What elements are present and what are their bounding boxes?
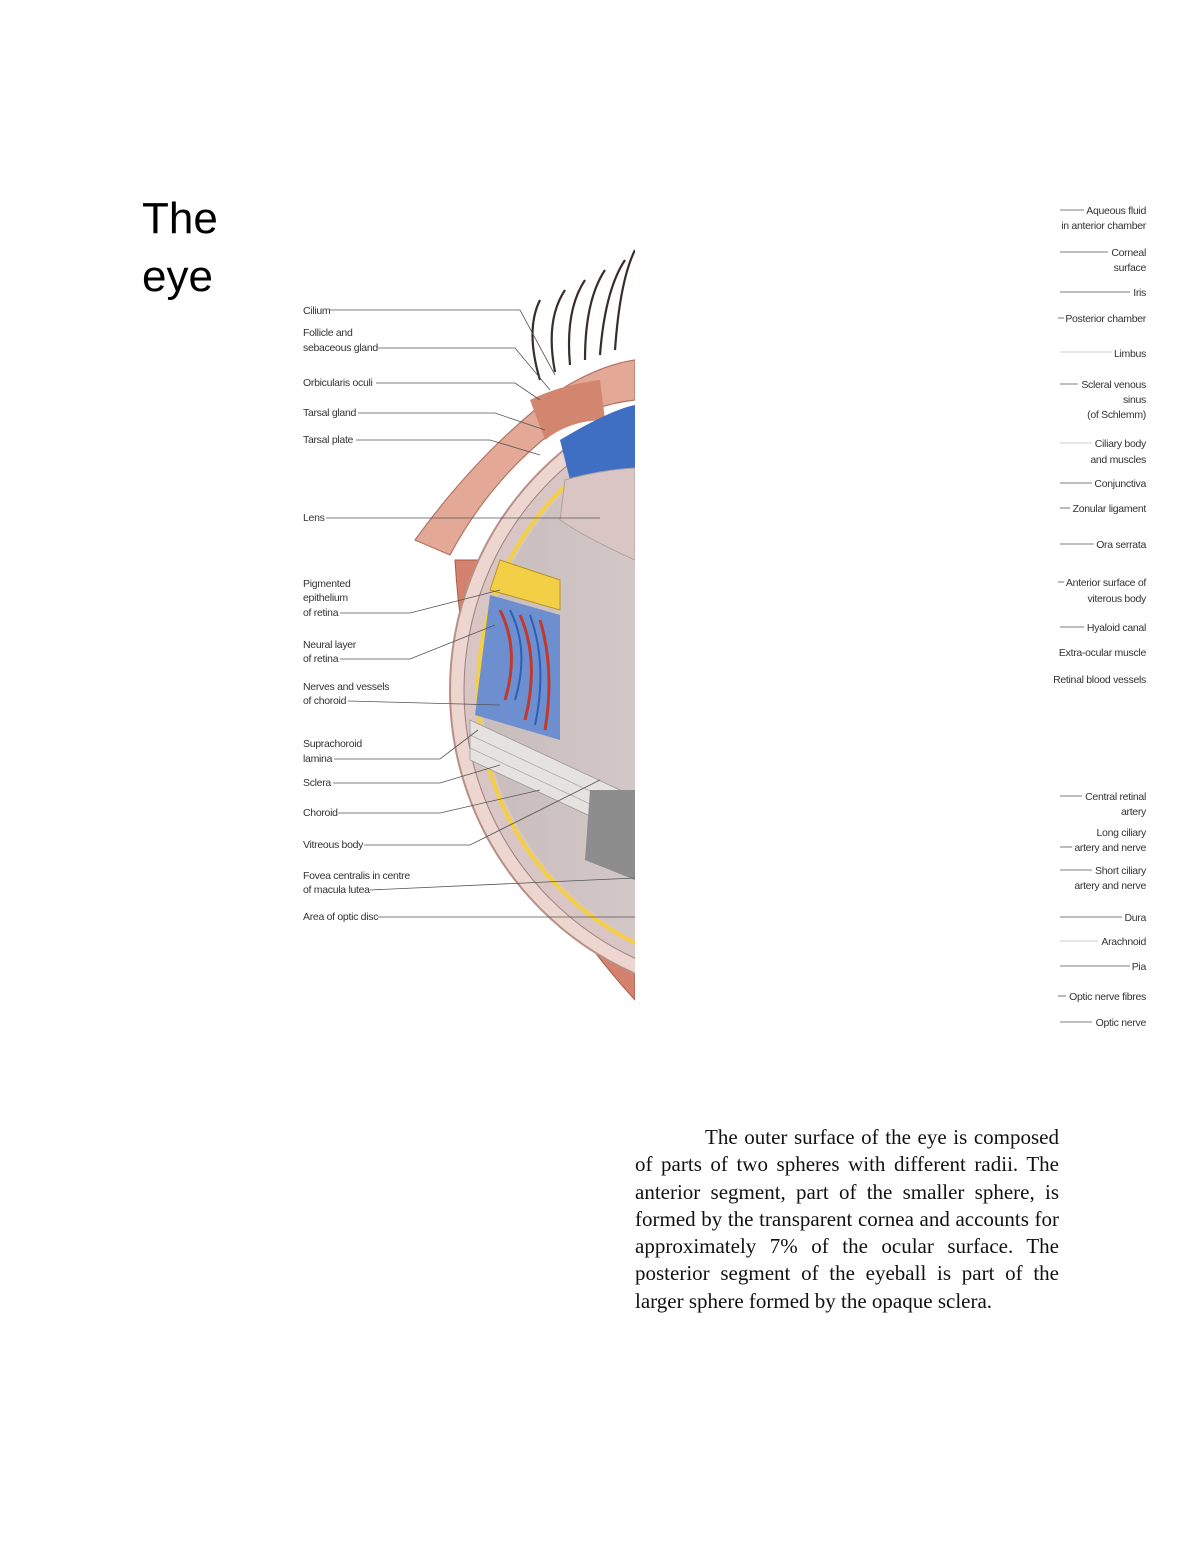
label-follicle: Follicle and sebaceous gland <box>303 327 551 391</box>
label-retinal-blood-vessels: Retinal blood vessels <box>1053 674 1146 686</box>
svg-text:Lens: Lens <box>303 512 325 524</box>
label-tarsal-plate: Tarsal plate <box>303 434 541 456</box>
title-line-2: eye <box>142 252 213 301</box>
svg-text:Ciliary body: Ciliary body <box>1095 438 1147 450</box>
label-tarsal-gland: Tarsal gland <box>303 407 546 431</box>
label-suprachoroid-lamina: Suprachoroid lamina <box>303 729 479 765</box>
svg-text:Short ciliary: Short ciliary <box>1095 865 1147 877</box>
svg-text:epithelium: epithelium <box>303 592 348 604</box>
svg-text:Central retinal: Central retinal <box>1085 791 1146 803</box>
svg-text:of choroid: of choroid <box>303 695 347 707</box>
svg-text:Fovea centralis in centre: Fovea centralis in centre <box>303 870 410 882</box>
svg-text:Anterior surface of: Anterior surface of <box>1066 577 1146 589</box>
svg-text:Pigmented: Pigmented <box>303 578 351 590</box>
svg-text:Scleral venous: Scleral venous <box>1081 379 1146 391</box>
body-paragraph: The outer surface of the eye is composed… <box>635 1125 1059 1313</box>
svg-text:Hyaloid canal: Hyaloid canal <box>1087 622 1146 634</box>
title-line-1: The <box>142 194 218 243</box>
label-orbicularis-oculi: Orbicularis oculi <box>303 377 541 401</box>
label-arachnoid: Arachnoid <box>1060 936 1147 948</box>
svg-text:Cilium: Cilium <box>303 305 331 317</box>
svg-text:of retina: of retina <box>303 653 339 665</box>
label-scleral-venous-sinus: Scleral venous sinus (of Schlemm) <box>1060 379 1146 421</box>
svg-text:Vitreous body: Vitreous body <box>303 839 364 851</box>
label-nerves-choroid: Nerves and vessels of choroid <box>303 681 501 707</box>
svg-text:Follicle and: Follicle and <box>303 327 353 339</box>
label-hyaloid-canal: Hyaloid canal <box>1060 622 1146 634</box>
svg-text:Posterior chamber: Posterior chamber <box>1065 313 1146 325</box>
svg-text:Corneal: Corneal <box>1111 247 1146 259</box>
label-fovea-centralis: Fovea centralis in centre of macula lute… <box>303 870 636 896</box>
label-neural-layer: Neural layer of retina <box>303 624 496 665</box>
right-labels: Aqueous fluid in anterior chamber Cornea… <box>1053 205 1147 1029</box>
svg-text:(of Schlemm): (of Schlemm) <box>1087 409 1146 421</box>
svg-text:lamina: lamina <box>303 753 333 765</box>
svg-text:surface: surface <box>1114 262 1147 274</box>
label-optic-nerve-fibres: Optic nerve fibres <box>1058 991 1146 1003</box>
svg-text:Dura: Dura <box>1124 912 1146 924</box>
svg-text:Tarsal gland: Tarsal gland <box>303 407 356 419</box>
svg-text:Sclera: Sclera <box>303 777 331 789</box>
svg-text:Aqueous fluid: Aqueous fluid <box>1086 205 1146 217</box>
svg-text:Iris: Iris <box>1133 287 1146 299</box>
svg-text:Area of optic disc: Area of optic disc <box>303 911 378 923</box>
svg-text:Ora serrata: Ora serrata <box>1096 539 1146 551</box>
label-lens: Lens <box>303 512 600 524</box>
label-anterior-surface-vitreous: Anterior surface of viterous body <box>1058 577 1147 605</box>
left-labels: Cilium Follicle and sebaceous gland Orbi… <box>303 305 636 923</box>
svg-text:Conjunctiva: Conjunctiva <box>1094 478 1146 490</box>
label-sclera: Sclera <box>303 764 501 789</box>
svg-text:sinus: sinus <box>1123 394 1146 406</box>
label-extra-ocular-muscle: Extra-ocular muscle <box>1059 647 1147 659</box>
label-corneal-surface: Corneal surface <box>1060 247 1147 274</box>
svg-text:Pia: Pia <box>1132 961 1147 973</box>
svg-text:in anterior chamber: in anterior chamber <box>1061 220 1147 232</box>
label-zonular-ligament: Zonular ligament <box>1060 503 1147 515</box>
page-title: The eye <box>142 190 218 306</box>
svg-text:Nerves and vessels: Nerves and vessels <box>303 681 389 693</box>
label-aqueous-fluid: Aqueous fluid in anterior chamber <box>1060 205 1147 232</box>
label-vitreous-body: Vitreous body <box>303 779 601 851</box>
svg-text:Orbicularis oculi: Orbicularis oculi <box>303 377 373 389</box>
label-short-ciliary-artery: Short ciliary artery and nerve <box>1060 865 1147 892</box>
svg-text:Limbus: Limbus <box>1114 348 1146 360</box>
svg-text:and muscles: and muscles <box>1090 454 1146 466</box>
svg-text:Suprachoroid: Suprachoroid <box>303 738 362 750</box>
svg-text:artery and nerve: artery and nerve <box>1074 842 1146 854</box>
svg-text:Zonular ligament: Zonular ligament <box>1073 503 1147 515</box>
label-conjunctiva: Conjunctiva <box>1060 478 1147 490</box>
label-pigmented-epithelium: Pigmented epithelium of retina <box>303 578 501 619</box>
label-iris: Iris <box>1060 287 1146 299</box>
label-ciliary-body: Ciliary body and muscles <box>1060 438 1147 466</box>
label-posterior-chamber: Posterior chamber <box>1058 313 1147 325</box>
svg-text:artery and nerve: artery and nerve <box>1074 880 1146 892</box>
svg-text:Retinal blood vessels: Retinal blood vessels <box>1053 674 1146 686</box>
eye-cross-section-illustration <box>414 249 635 1001</box>
svg-text:Optic nerve: Optic nerve <box>1096 1017 1147 1029</box>
svg-text:Neural layer: Neural layer <box>303 639 357 651</box>
svg-text:Arachnoid: Arachnoid <box>1101 936 1146 948</box>
svg-text:Choroid: Choroid <box>303 807 338 819</box>
svg-text:Extra-ocular muscle: Extra-ocular muscle <box>1059 647 1147 659</box>
label-choroid: Choroid <box>303 789 541 819</box>
label-limbus: Limbus <box>1060 348 1146 360</box>
label-central-retinal-artery: Central retinal artery <box>1060 791 1147 818</box>
svg-text:of macula lutea: of macula lutea <box>303 884 370 896</box>
svg-text:viterous body: viterous body <box>1087 593 1147 605</box>
svg-text:of retina: of retina <box>303 607 339 619</box>
label-ora-serrata: Ora serrata <box>1060 539 1147 551</box>
svg-text:artery: artery <box>1121 806 1147 818</box>
label-long-ciliary-artery: Long ciliary artery and nerve <box>1060 827 1147 854</box>
svg-text:Optic nerve fibres: Optic nerve fibres <box>1069 991 1146 1003</box>
svg-text:sebaceous gland: sebaceous gland <box>303 342 378 354</box>
label-dura: Dura <box>1060 912 1147 924</box>
label-pia: Pia <box>1060 961 1147 973</box>
label-cilium: Cilium <box>303 305 556 376</box>
svg-text:Long ciliary: Long ciliary <box>1096 827 1147 839</box>
svg-text:Tarsal plate: Tarsal plate <box>303 434 354 446</box>
label-optic-nerve: Optic nerve <box>1060 1017 1147 1029</box>
label-area-optic-disc: Area of optic disc <box>303 911 635 923</box>
